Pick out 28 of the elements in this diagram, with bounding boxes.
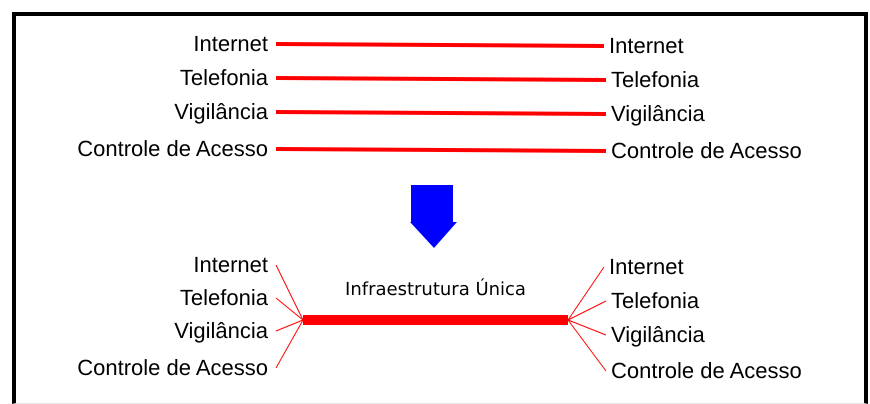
connector-line bbox=[276, 264, 304, 320]
service-label: Vigilância bbox=[611, 101, 705, 127]
service-label: Telefonia bbox=[611, 288, 700, 314]
service-label: Controle de Acesso bbox=[611, 358, 802, 384]
connector-line bbox=[568, 320, 606, 372]
connector-line bbox=[276, 320, 304, 332]
connector-line bbox=[276, 298, 304, 320]
service-label: Controle de Acesso bbox=[77, 136, 268, 162]
connector-line bbox=[568, 320, 606, 336]
connector-line bbox=[276, 110, 606, 116]
service-label: Vigilância bbox=[611, 322, 705, 348]
service-label: Internet bbox=[609, 33, 684, 59]
connector-line bbox=[276, 147, 606, 153]
service-label: Controle de Acesso bbox=[77, 355, 268, 381]
connector-line bbox=[568, 266, 604, 320]
service-label: Telefonia bbox=[611, 67, 700, 93]
service-label: Vigilância bbox=[174, 99, 268, 125]
service-label: Vigilância bbox=[174, 318, 268, 344]
service-label: Telefonia bbox=[180, 65, 268, 91]
connector-line bbox=[276, 76, 606, 82]
service-label: Controle de Acesso bbox=[611, 138, 802, 164]
connector-line bbox=[568, 300, 606, 320]
service-label: Telefonia bbox=[180, 285, 268, 311]
connector-line bbox=[276, 42, 604, 48]
service-label: Internet bbox=[193, 31, 268, 57]
connector-line bbox=[276, 320, 304, 368]
service-label: Internet bbox=[609, 254, 684, 280]
service-label: Internet bbox=[193, 252, 268, 278]
